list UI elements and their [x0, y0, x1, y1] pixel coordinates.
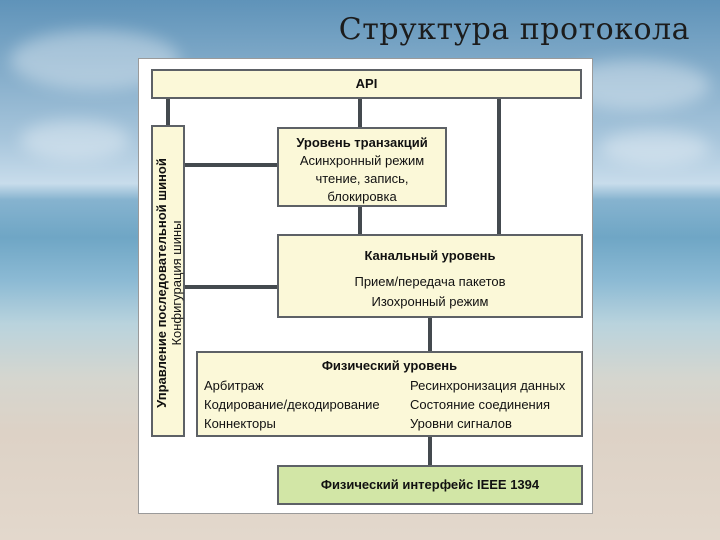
physical-item: Коннекторы [204, 416, 276, 431]
connector-api-to-transaction [358, 99, 362, 127]
api-label: API [355, 76, 378, 91]
physical-right-column: Ресинхронизация данных Состояние соедине… [410, 376, 565, 433]
physical-item: Кодирование/декодирование [204, 397, 380, 412]
protocol-diagram: API Управление последовательной шиной Ко… [138, 58, 593, 514]
connector-transaction-to-link [358, 207, 362, 234]
connector-api-to-bus [166, 99, 170, 125]
link-layer-header: Канальный уровень [364, 248, 496, 263]
bus-management-header: Управление последовательной шиной [154, 158, 169, 408]
physical-interface-label: Физический интерфейс IEEE 1394 [320, 477, 540, 492]
connector-bus-to-link [185, 285, 277, 289]
link-layer-box: Канальный уровень Прием/передача пакетов… [277, 234, 583, 318]
physical-layer-header: Физический уровень [321, 358, 458, 373]
physical-item: Арбитраж [204, 378, 264, 393]
link-line: Изохронный режим [371, 294, 489, 309]
connector-link-to-physical [428, 318, 432, 351]
link-line: Прием/передача пакетов [354, 274, 506, 289]
transaction-line: чтение, запись, [315, 171, 409, 186]
transaction-line: блокировка [327, 189, 397, 204]
connector-physical-to-interface [428, 437, 432, 465]
bus-management-sub: Конфигурация шины [169, 220, 184, 346]
api-box: API [151, 69, 582, 99]
connector-api-to-link [497, 99, 501, 234]
transaction-layer-box: Уровень транзакций Асинхронный режим чте… [277, 127, 447, 207]
physical-left-column: Арбитраж Кодирование/декодирование Конне… [204, 376, 380, 433]
connector-bus-to-transaction [185, 163, 277, 167]
slide-title: Структура протокола [338, 12, 690, 47]
physical-layer-box: Физический уровень Арбитраж Кодирование/… [196, 351, 583, 437]
transaction-line: Асинхронный режим [299, 153, 425, 168]
bus-management-box: Управление последовательной шиной Конфиг… [151, 125, 185, 437]
physical-item: Состояние соединения [410, 397, 551, 412]
physical-item: Ресинхронизация данных [410, 378, 566, 393]
physical-item: Уровни сигналов [410, 416, 512, 431]
physical-interface-box: Физический интерфейс IEEE 1394 [277, 465, 583, 505]
transaction-layer-header: Уровень транзакций [296, 135, 428, 150]
